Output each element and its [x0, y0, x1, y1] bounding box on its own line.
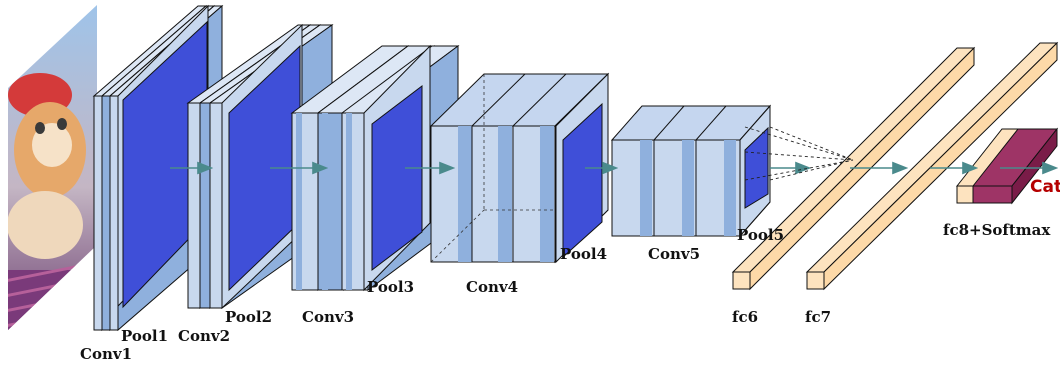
fc8-softmax-bar: [955, 127, 1059, 205]
output-class-label: Cat: [1030, 177, 1060, 197]
pool3-label: Pool3: [367, 278, 414, 296]
conv3-label: Conv3: [302, 308, 354, 326]
input-image: [8, 5, 97, 330]
pool3-block: [363, 44, 431, 292]
pool5-block: [739, 104, 771, 238]
conv2-label: Conv2: [178, 327, 230, 345]
pool4-block: [555, 72, 609, 264]
pool1-label: Pool1: [121, 327, 168, 345]
conv5-label: Conv5: [648, 245, 700, 263]
layer-blocks: [92, 4, 772, 332]
pool2-label: Pool2: [225, 308, 272, 326]
pool4-label: Pool4: [560, 245, 607, 263]
fc7-label: fc7: [805, 308, 831, 326]
layer-labels: Conv1 Pool1 Conv2 Pool2 Conv3 Pool3 Conv…: [80, 177, 1060, 363]
conv1-label: Conv1: [80, 345, 132, 363]
fc-layers: [731, 41, 1059, 291]
pool5-fc6-projection: [744, 126, 854, 181]
kitten-photo-icon: [8, 5, 97, 330]
pool5-label: Pool5: [737, 226, 784, 244]
fc7-bar: [805, 41, 1059, 291]
conv4-label: Conv4: [466, 278, 518, 296]
fc6-label: fc6: [732, 308, 758, 326]
pool2-block: [221, 23, 303, 310]
fc8-softmax-label: fc8+Softmax: [943, 221, 1051, 239]
